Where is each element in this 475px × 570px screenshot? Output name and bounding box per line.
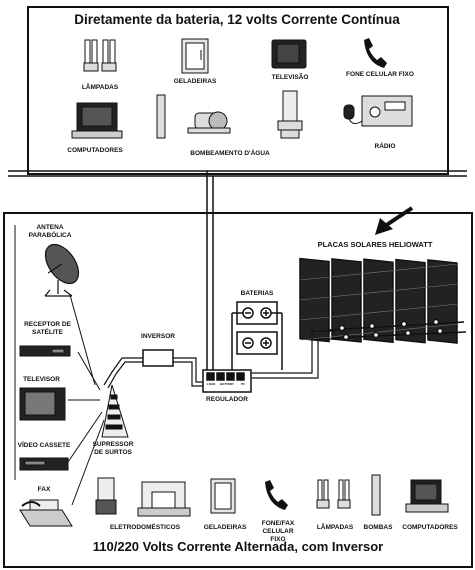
solar-panels-title: PLACAS SOLARES HELIOWATT — [317, 240, 433, 249]
phone-icon — [364, 38, 387, 68]
label-bottom-fridges: GELADEIRAS — [203, 524, 247, 531]
fax-icon — [19, 499, 73, 527]
pump-icon — [156, 90, 303, 139]
ac-panel — [3, 212, 473, 568]
battery-icon — [231, 301, 283, 370]
pump-icon — [371, 474, 381, 516]
tv-icon — [271, 39, 307, 69]
computer-icon — [405, 479, 449, 513]
phone-icon — [265, 480, 288, 510]
label-fax: FAX — [37, 486, 51, 493]
regulator-terminal-battery: BATTERY — [220, 382, 234, 386]
computer-icon — [71, 102, 123, 139]
lamp-icon — [316, 479, 351, 509]
ac-panel-title: 110/220 Volts Corrente Alternada, com In… — [92, 539, 384, 554]
dc-panel-title: Diretamente da bateria, 12 volts Corrent… — [74, 12, 400, 27]
regulator-terminal-load: LOAD — [206, 382, 216, 386]
arrow-icon — [375, 206, 414, 235]
receiver-icon — [19, 345, 71, 357]
dc-panel — [27, 6, 449, 175]
solar-panel-icon — [299, 257, 467, 344]
lamp-icon — [83, 39, 117, 72]
label-receiver: RECEPTOR DE SATÉLITE — [24, 321, 71, 336]
label-radio: RÁDIO — [374, 143, 396, 150]
label-computers: COMPUTADORES — [67, 147, 123, 154]
label-vcr: VÍDEO CASSETE — [17, 442, 71, 449]
fridge-icon — [210, 478, 236, 514]
sewing-machine-icon — [137, 481, 191, 517]
label-surge: SUPRESSOR DE SURTOS — [92, 441, 134, 456]
dc-bus-lines — [8, 170, 467, 373]
vcr-icon — [19, 457, 69, 471]
label-antenna: ANTENA PARABÓLICA — [28, 224, 72, 239]
label-lamps: LÂMPADAS — [81, 84, 119, 91]
regulator-icon — [202, 369, 252, 393]
label-phone-fax: FONE/FAX CELULAR FIXO — [261, 520, 295, 543]
dish-antenna-icon — [44, 243, 80, 297]
label-tv: TELEVISÃO — [271, 74, 309, 81]
surge-protector-icon — [101, 384, 129, 438]
label-fridges: GELADEIRAS — [173, 78, 217, 85]
label-batteries: BATERIAS — [240, 290, 274, 297]
label-bottom-lamps: LÂMPADAS — [316, 524, 354, 531]
label-regulator: REGULADOR — [206, 396, 248, 403]
label-phone: FONE CELULAR FIXO — [346, 71, 414, 78]
label-left-tv: TELEVISOR — [23, 376, 60, 383]
label-bottom-computers: COMPUTADORES — [402, 524, 458, 531]
blender-icon — [95, 477, 117, 515]
label-pumps: BOMBAS — [363, 524, 393, 531]
fridge-icon — [181, 38, 209, 74]
regulator-terminal-pv: PV — [240, 382, 245, 386]
radio-icon — [343, 95, 413, 127]
label-inverter: INVERSOR — [141, 333, 175, 340]
label-appliances: ELETRODOMÉSTICOS — [109, 524, 181, 531]
label-pumping: BOMBEAMENTO D'ÁGUA — [190, 150, 270, 157]
tv-icon — [19, 387, 66, 421]
inverter-icon — [142, 349, 174, 367]
